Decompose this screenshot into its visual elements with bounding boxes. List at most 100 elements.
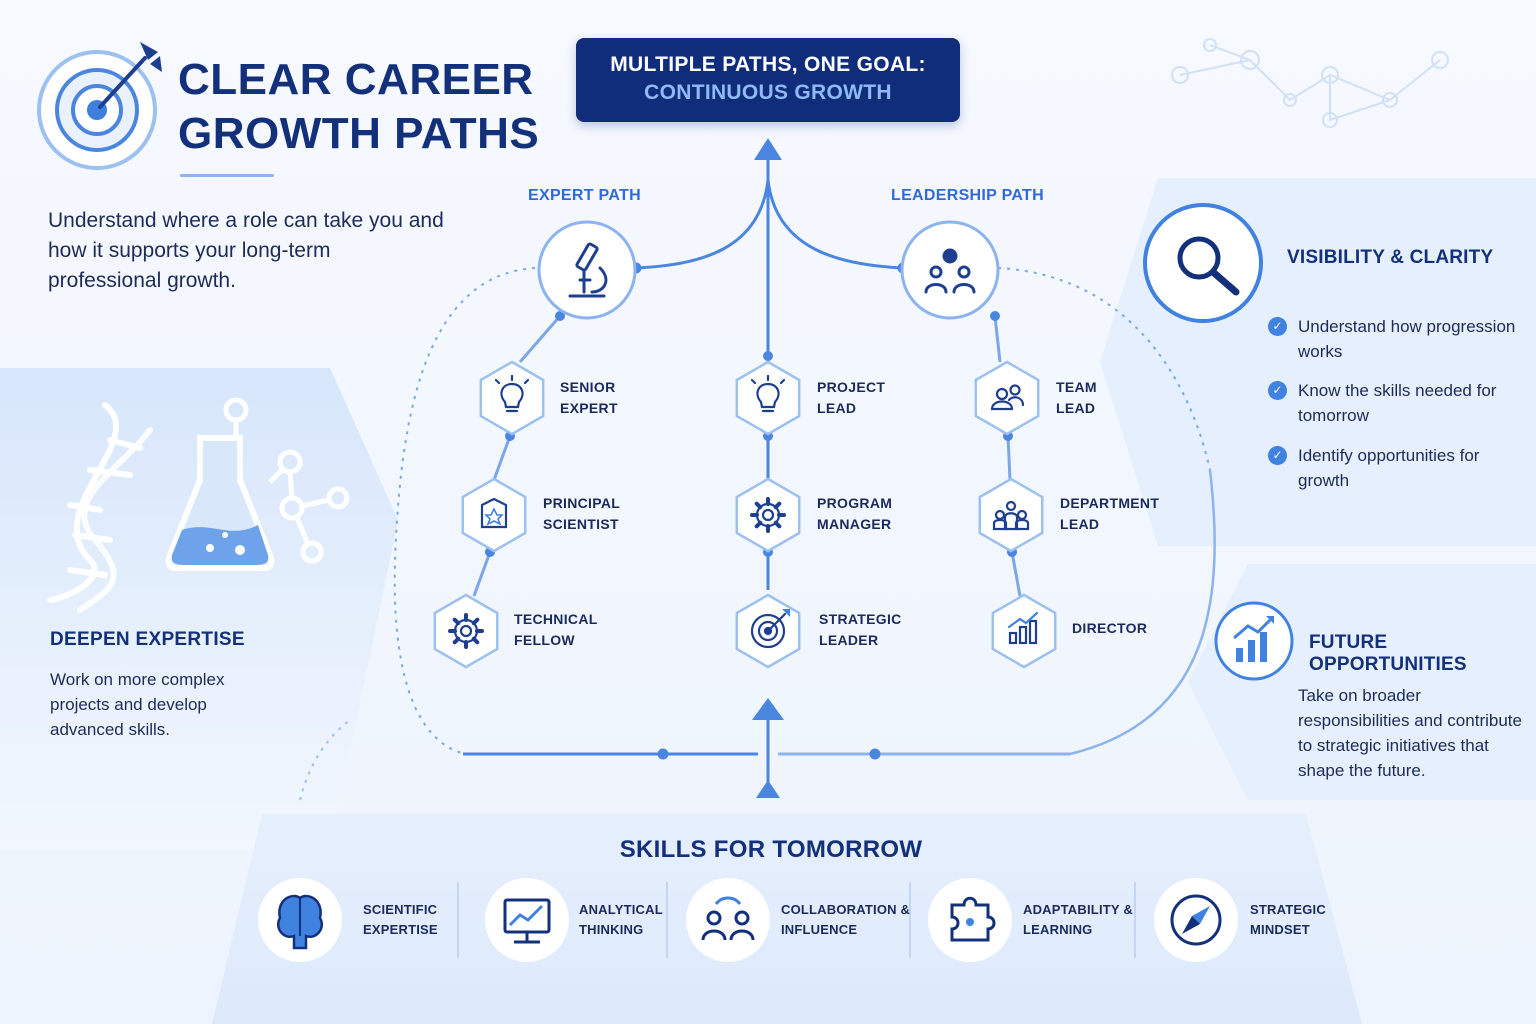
- role-hex-node: [735, 360, 801, 436]
- skill-line: STRATEGIC: [1250, 902, 1326, 917]
- role-strategic-leader: STRATEGIC LEADER: [819, 609, 902, 651]
- target-logo: [37, 42, 162, 170]
- expert-path-label: EXPERT PATH: [528, 187, 641, 204]
- dna-icon: [47, 402, 153, 613]
- banner-line-1: MULTIPLE PATHS, ONE GOAL:: [610, 53, 926, 76]
- visibility-title: VISIBILITY & CLARITY: [1287, 247, 1494, 268]
- role-project-lead: PROJECT LEAD: [817, 377, 885, 419]
- visibility-item-text: Identify opportunities for growth: [1298, 446, 1480, 490]
- magnifier-icon: [1143, 203, 1263, 323]
- skill-adaptability: ADAPTABILITY & LEARNING: [1023, 900, 1133, 940]
- role-hex-node: [461, 477, 527, 553]
- skill-analytical-thinking: ANALYTICAL THINKING: [579, 900, 663, 940]
- check-icon: ✓: [1268, 446, 1287, 465]
- visibility-item: ✓ Understand how progression works: [1268, 314, 1530, 364]
- role-hex-node: [978, 477, 1044, 553]
- people-icon: [990, 384, 1025, 411]
- skill-line: ADAPTABILITY &: [1023, 902, 1133, 917]
- leadership-path-label: LEADERSHIP PATH: [891, 187, 1044, 204]
- skill-strategic-mindset: STRATEGIC MINDSET: [1250, 900, 1326, 940]
- role-line: FELLOW: [514, 632, 575, 648]
- role-line: LEAD: [1060, 516, 1100, 532]
- future-title: FUTURE OPPORTUNITIES: [1309, 632, 1467, 675]
- role-line: LEAD: [1056, 400, 1096, 416]
- intro-text: Understand where a role can take you and…: [48, 209, 444, 292]
- role-line: MANAGER: [817, 516, 892, 532]
- goal-banner: MULTIPLE PATHS, ONE GOAL: CONTINUOUS GRO…: [576, 38, 960, 122]
- future-desc: Take on broader responsibilities and con…: [1298, 686, 1522, 780]
- role-line: PROGRAM: [817, 495, 893, 511]
- skills-title: SKILLS FOR TOMORROW: [619, 836, 923, 863]
- brain-icon: [258, 878, 342, 962]
- role-line: SENIOR: [560, 379, 616, 395]
- role-line: PROJECT: [817, 379, 886, 395]
- leadership-dotted-loop: [997, 267, 1211, 471]
- role-line: PRINCIPAL: [543, 495, 621, 511]
- gear-icon: [448, 613, 484, 649]
- visibility-item: ✓ Identify opportunities for growth: [1268, 443, 1530, 493]
- expert-path-circle: [537, 220, 637, 320]
- gear-icon: [750, 497, 786, 533]
- leadership-path-circle: [900, 220, 1000, 320]
- role-line: DIRECTOR: [1072, 620, 1148, 636]
- skill-line: INFLUENCE: [781, 922, 858, 937]
- role-line: DEPARTMENT: [1060, 495, 1160, 511]
- skill-line: MINDSET: [1250, 922, 1310, 937]
- deepen-expertise-desc: Work on more complex projects and develo…: [50, 670, 225, 739]
- role-line: TEAM: [1056, 379, 1097, 395]
- skill-line: SCIENTIFIC: [363, 902, 438, 917]
- deepen-expertise-title: DEEPEN EXPERTISE: [50, 629, 245, 650]
- molecule-decoration: [1171, 38, 1449, 128]
- visibility-item: ✓ Know the skills needed for tomorrow: [1268, 378, 1530, 428]
- collaboration-icon: [686, 878, 770, 962]
- role-team-lead: TEAM LEAD: [1056, 377, 1097, 419]
- skill-line: THINKING: [579, 922, 644, 937]
- skill-line: COLLABORATION &: [781, 902, 911, 917]
- visibility-item-text: Understand how progression works: [1298, 317, 1516, 361]
- role-hex-node: [991, 593, 1057, 669]
- role-technical-fellow: TECHNICAL FELLOW: [514, 609, 598, 651]
- deepen-expertise-panel: [0, 368, 398, 850]
- skills-panel: [212, 814, 1362, 1024]
- role-line: TECHNICAL: [514, 611, 598, 627]
- flask-icon: [165, 397, 350, 572]
- puzzle-icon: [928, 878, 1012, 962]
- compass-icon: [1154, 878, 1238, 962]
- role-hex-node: [735, 593, 801, 669]
- target-icon: [750, 609, 790, 649]
- skill-line: EXPERTISE: [363, 922, 438, 937]
- growth-chart-icon: [1214, 601, 1294, 681]
- role-line: LEADER: [819, 632, 879, 648]
- role-line: STRATEGIC: [819, 611, 902, 627]
- certificate-icon: [480, 497, 508, 529]
- role-senior-expert: SENIOR EXPERT: [560, 377, 618, 419]
- visibility-item-text: Know the skills needed for tomorrow: [1298, 381, 1497, 425]
- lightbulb-icon: [750, 374, 786, 413]
- monitor-chart-icon: [485, 878, 569, 962]
- banner-line-2: CONTINUOUS GROWTH: [644, 81, 892, 104]
- role-hex-node: [479, 360, 545, 436]
- role-director: DIRECTOR: [1072, 618, 1147, 639]
- skill-line: ANALYTICAL: [579, 902, 663, 917]
- skill-collaboration: COLLABORATION & INFLUENCE: [781, 900, 910, 940]
- check-icon: ✓: [1268, 381, 1287, 400]
- role-hex-node: [974, 360, 1040, 436]
- role-hex-node: [433, 593, 499, 669]
- expert-dotted-loop: [393, 267, 536, 755]
- role-line: EXPERT: [560, 400, 618, 416]
- skill-line: LEARNING: [1023, 922, 1093, 937]
- microscope-icon: [568, 242, 608, 298]
- title-line-1: CLEAR CAREER: [178, 55, 534, 104]
- role-line: LEAD: [817, 400, 857, 416]
- role-hex-node: [735, 477, 801, 553]
- team-icon: [924, 248, 976, 294]
- skill-scientific-expertise: SCIENTIFIC EXPERTISE: [363, 900, 438, 940]
- role-program-manager: PROGRAM MANAGER: [817, 493, 892, 535]
- role-department-lead: DEPARTMENT LEAD: [1060, 493, 1159, 535]
- check-icon: ✓: [1268, 317, 1287, 336]
- title-line-2: GROWTH PATHS: [178, 109, 540, 158]
- role-line: SCIENTIST: [543, 516, 619, 532]
